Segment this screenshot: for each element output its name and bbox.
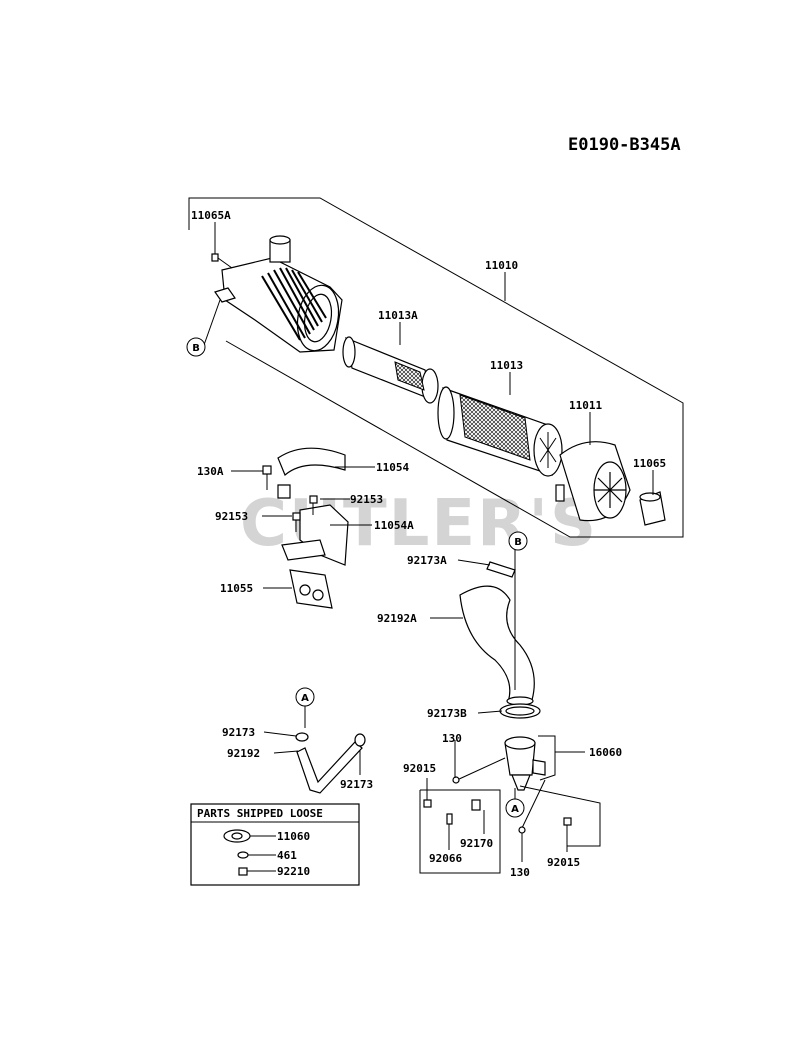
bolt-130A[interactable] bbox=[262, 465, 272, 490]
callout-11011[interactable]: 11011 bbox=[569, 399, 602, 412]
callout-11054[interactable]: 11054 bbox=[376, 461, 409, 474]
bubble-A-precleaner: A bbox=[505, 798, 525, 818]
bolt-92153-upper[interactable] bbox=[309, 495, 318, 515]
bubble-B-hose: B bbox=[508, 531, 528, 551]
clamp-92173B[interactable] bbox=[499, 703, 541, 719]
parts-shipped-loose-box: PARTS SHIPPED LOOSE 11060 461 92210 bbox=[190, 803, 360, 886]
loose-part-461[interactable]: 461 bbox=[277, 849, 297, 862]
plate-11055[interactable] bbox=[289, 569, 333, 609]
svg-text:A: A bbox=[301, 693, 309, 704]
callout-130-lower[interactable]: 130 bbox=[510, 866, 530, 879]
precleaner-16060[interactable] bbox=[504, 736, 546, 791]
callout-92066[interactable]: 92066 bbox=[429, 852, 462, 865]
callout-92192A[interactable]: 92192A bbox=[377, 612, 417, 625]
callout-92173-right[interactable]: 92173 bbox=[340, 778, 373, 791]
callout-92173B[interactable]: 92173B bbox=[427, 707, 467, 720]
callout-11055[interactable]: 11055 bbox=[220, 582, 253, 595]
clamp-92173A[interactable] bbox=[486, 561, 516, 578]
callout-92192[interactable]: 92192 bbox=[227, 747, 260, 760]
callout-92153-upper[interactable]: 92153 bbox=[350, 493, 383, 506]
callout-11054A[interactable]: 11054A bbox=[374, 519, 414, 532]
nut-92015-left[interactable] bbox=[423, 799, 432, 808]
svg-text:B: B bbox=[514, 537, 522, 548]
clip-92170[interactable] bbox=[471, 799, 481, 811]
callout-130A[interactable]: 130A bbox=[197, 465, 224, 478]
inner-filter-11013A[interactable] bbox=[342, 336, 439, 404]
bolt-130-upper[interactable] bbox=[452, 757, 506, 784]
outer-filter-11013[interactable] bbox=[437, 386, 563, 477]
callout-92170[interactable]: 92170 bbox=[460, 837, 493, 850]
leader-lines bbox=[203, 222, 654, 874]
loose-part-11060[interactable]: 11060 bbox=[277, 830, 310, 843]
callout-130-upper[interactable]: 130 bbox=[442, 732, 462, 745]
callout-11013[interactable]: 11013 bbox=[490, 359, 523, 372]
callout-11013A[interactable]: 11013A bbox=[378, 309, 418, 322]
bubble-B-housing: B bbox=[186, 337, 206, 357]
bracket-11054A[interactable] bbox=[281, 504, 349, 566]
evacuator-valve-11065[interactable] bbox=[639, 491, 666, 526]
bracket-11054[interactable] bbox=[277, 447, 346, 499]
callout-92173A[interactable]: 92173A bbox=[407, 554, 447, 567]
callout-11065A[interactable]: 11065A bbox=[191, 209, 231, 222]
intake-hose-92192A[interactable] bbox=[459, 585, 535, 706]
clamp-92173-right[interactable] bbox=[354, 733, 366, 747]
diagram-code: E0190-B345A bbox=[568, 135, 681, 155]
bolt-92153-lower[interactable] bbox=[292, 512, 301, 532]
assembly-11010-outline bbox=[188, 197, 684, 538]
svg-text:A: A bbox=[511, 804, 519, 815]
clamp-92173-top[interactable] bbox=[295, 732, 309, 742]
nut-92015-right[interactable] bbox=[563, 817, 572, 826]
callout-11065[interactable]: 11065 bbox=[633, 457, 666, 470]
washer-461-icon bbox=[237, 851, 249, 859]
bubble-A-hose: A bbox=[295, 687, 315, 707]
loose-part-92210[interactable]: 92210 bbox=[277, 865, 310, 878]
pin-92066[interactable] bbox=[446, 813, 453, 825]
callout-16060[interactable]: 16060 bbox=[589, 746, 622, 759]
callout-92153-lower[interactable]: 92153 bbox=[215, 510, 248, 523]
callout-92015-left[interactable]: 92015 bbox=[403, 762, 436, 775]
callout-92173-top[interactable]: 92173 bbox=[222, 726, 255, 739]
callout-11010[interactable]: 11010 bbox=[485, 259, 518, 272]
air-cleaner-housing[interactable] bbox=[214, 235, 343, 354]
callout-92015-right[interactable]: 92015 bbox=[547, 856, 580, 869]
nut-92210-icon bbox=[238, 867, 248, 876]
loose-parts-title: PARTS SHIPPED LOOSE bbox=[197, 807, 323, 820]
cleaner-cover-11011[interactable] bbox=[555, 441, 631, 522]
svg-text:B: B bbox=[192, 343, 200, 354]
bolt-11065A[interactable] bbox=[211, 225, 233, 269]
